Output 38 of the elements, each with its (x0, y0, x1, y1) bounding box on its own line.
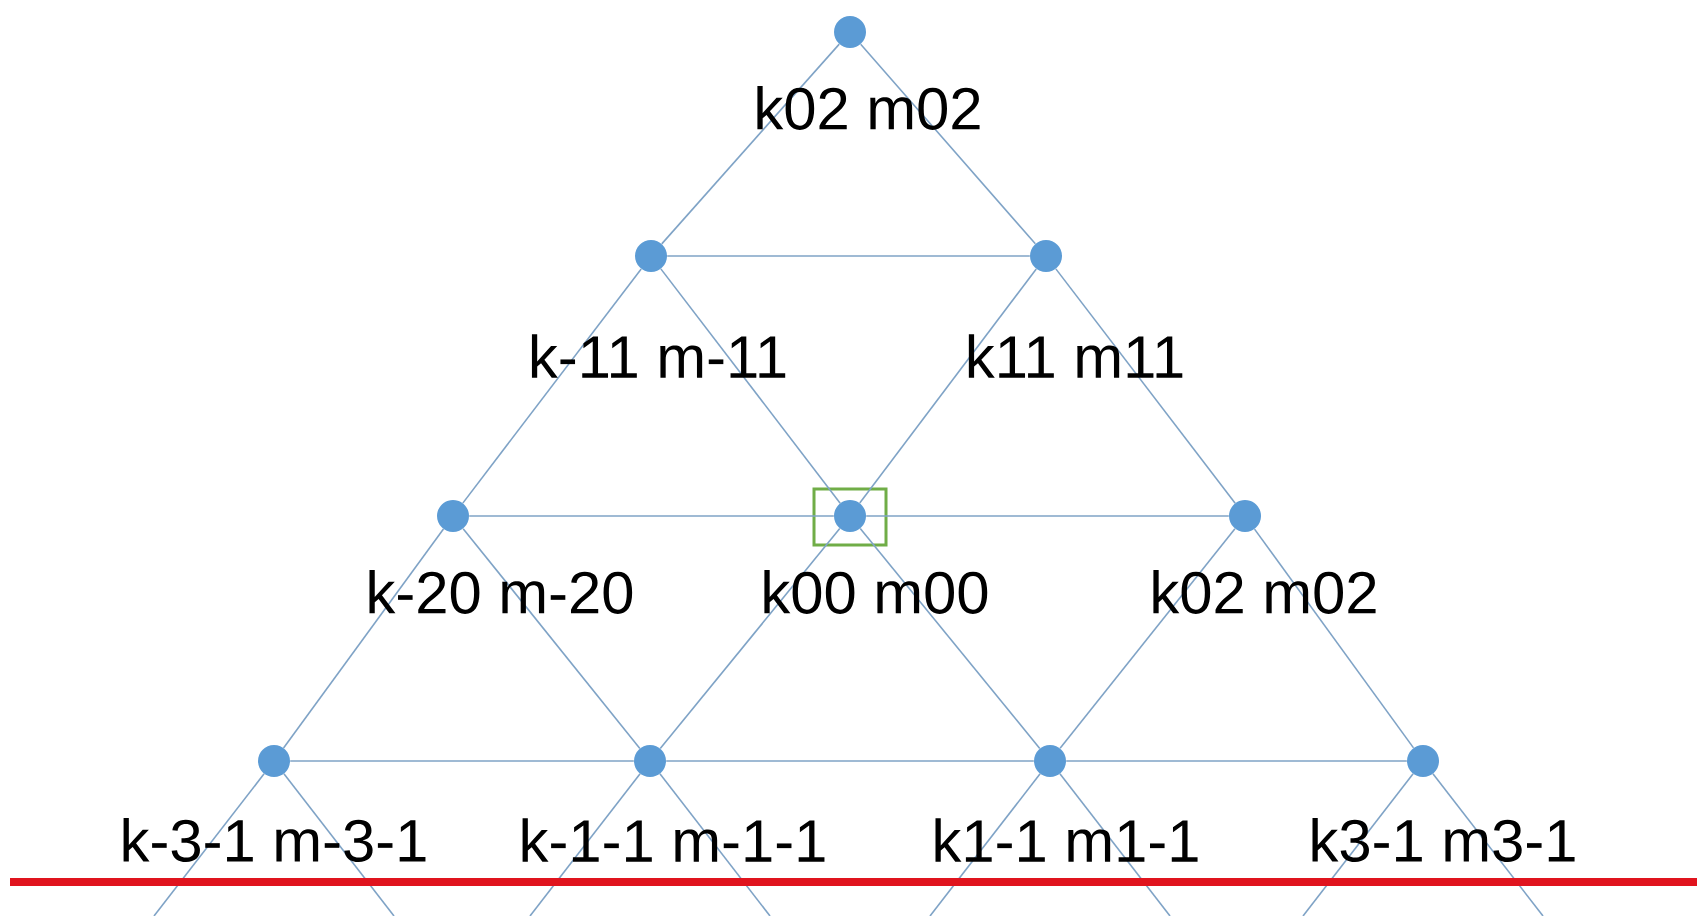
lattice-line (1059, 527, 1236, 750)
lattice-line (859, 43, 1037, 245)
lattice-dot (834, 16, 866, 48)
lattice-line (858, 268, 1038, 504)
lattice-line (153, 773, 265, 916)
lattice-dot (634, 745, 666, 777)
lattice-line (660, 43, 841, 245)
lattice-line (1059, 773, 1171, 916)
lattice-line (282, 528, 445, 749)
lattice-line (929, 773, 1041, 916)
lattice-line (289, 760, 635, 762)
lattice-line (666, 255, 1031, 257)
lattice-line (659, 527, 841, 750)
lattice-dot (1229, 500, 1261, 532)
lattice-dot (1030, 240, 1062, 272)
lattice-line (1055, 268, 1236, 504)
lattice-dot (635, 240, 667, 272)
lattice-line (468, 515, 835, 517)
lattice-line (462, 527, 641, 750)
lattice-line (859, 527, 1041, 750)
lattice-line (1432, 773, 1544, 916)
lattice-line (660, 268, 841, 504)
lattice-dot (1034, 745, 1066, 777)
lattice-line (283, 773, 395, 916)
lattice-line (659, 773, 771, 916)
lattice-dot (834, 500, 866, 532)
lattice-line (665, 760, 1035, 762)
lattice-line (529, 773, 641, 916)
lattice-line (462, 268, 642, 504)
lattice-line (1302, 773, 1414, 916)
lattice-line (1253, 528, 1415, 749)
lattice-line (1065, 760, 1408, 762)
lattice-dot (1407, 745, 1439, 777)
cell-label: k11 m11 (968, 334, 1183, 378)
lattice-dot (258, 745, 290, 777)
cell-label: k-11 m-11 (531, 334, 786, 378)
lattice-dot (437, 500, 469, 532)
lattice-line (865, 515, 1230, 517)
